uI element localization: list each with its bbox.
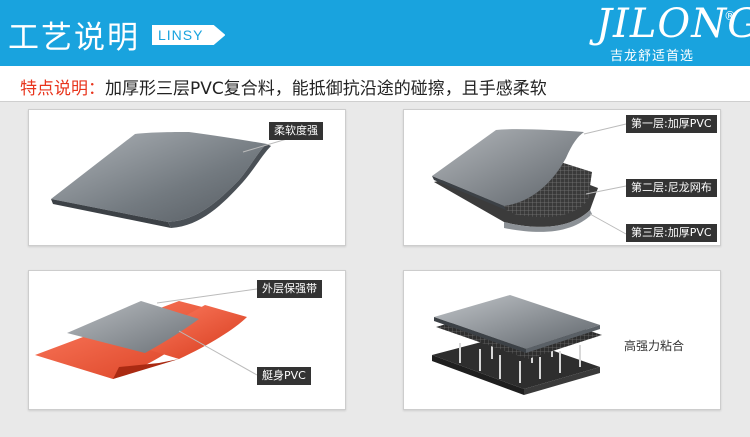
feature-label: 特点说明：: [20, 79, 105, 99]
leader-line: [156, 288, 258, 304]
label-hull-pvc: 艇身PVC: [257, 367, 311, 385]
leader-line: [585, 185, 627, 195]
header-banner: 工艺说明 LINSY JILONG ® 吉龙舒适首选: [0, 0, 750, 66]
label-layer-two: 第二层:尼龙网布: [626, 179, 717, 197]
brand-name: JILONG: [596, 1, 750, 47]
curled-sheet-icon: [51, 132, 298, 228]
panel-bonding: 高强力粘合: [403, 270, 721, 410]
brand-slogan: 吉龙舒适首选: [610, 49, 695, 64]
reinforcement-strip-icon: [35, 288, 258, 379]
layered-sheet-icon: [432, 123, 627, 235]
label-layer-three: 第三层:加厚PVC: [626, 224, 717, 242]
feature-description: 加厚形三层PVC复合料，能抵御抗沿途的碰擦，且手感柔软: [105, 79, 547, 99]
leader-line: [589, 213, 627, 235]
label-layer-one: 第一层:加厚PVC: [626, 115, 717, 133]
brand-logo: JILONG ® 吉龙舒适首选: [596, 1, 750, 64]
panel-three-layers: 第一层:加厚PVC 第二层:尼龙网布 第三层:加厚PVC: [403, 109, 721, 246]
leader-line: [178, 330, 258, 376]
title-tag: LINSY: [152, 25, 226, 45]
feature-line: 特点说明：加厚形三层PVC复合料，能抵御抗沿途的碰擦，且手感柔软: [0, 66, 750, 102]
feature-text: 特点说明：加厚形三层PVC复合料，能抵御抗沿途的碰擦，且手感柔软: [20, 74, 547, 99]
label-outer-strip: 外层保强带: [257, 280, 322, 298]
bonded-layers-icon: [432, 295, 602, 395]
label-softness: 柔软度强: [269, 122, 323, 140]
label-bonding: 高强力粘合: [624, 339, 685, 353]
panel-reinforcement: 外层保强带 艇身PVC: [28, 270, 346, 410]
panel-softness: 柔软度强: [28, 109, 346, 246]
leader-line: [583, 123, 627, 135]
divider: [0, 101, 750, 102]
registered-mark: ®: [724, 9, 736, 23]
page-title: 工艺说明: [8, 20, 140, 56]
